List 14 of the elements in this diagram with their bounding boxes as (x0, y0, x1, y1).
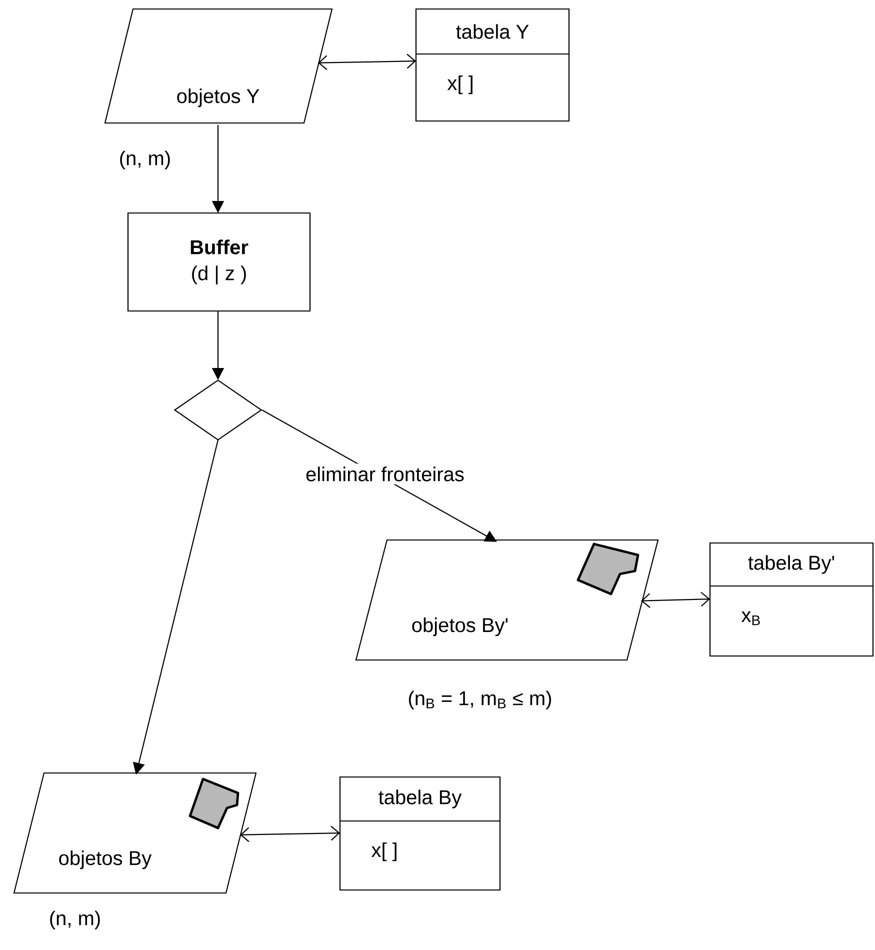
table-box: tabela Y x[ ] (415, 8, 570, 122)
side-note: (n, m) (120, 150, 170, 170)
side-note: (n, m) (50, 910, 100, 930)
data-parallelogram: objetos By (13, 772, 257, 894)
arrow (318, 54, 416, 70)
table-box: tabela By' x$_{B}$ (709, 542, 874, 657)
edge-label: eliminar fronteiras (302, 464, 468, 484)
arrow (641, 592, 710, 608)
data-parallelogram: objetos By' (355, 539, 659, 661)
process-box: Buffer (d | z ) (127, 212, 311, 312)
side-note: (n$_{B}$ = 1, m$_{B}$ ≤ m) (408, 690, 552, 710)
data-parallelogram: objetos Y (104, 8, 333, 124)
table-box: tabela By x[ ] (339, 776, 501, 891)
arrow (240, 826, 340, 842)
